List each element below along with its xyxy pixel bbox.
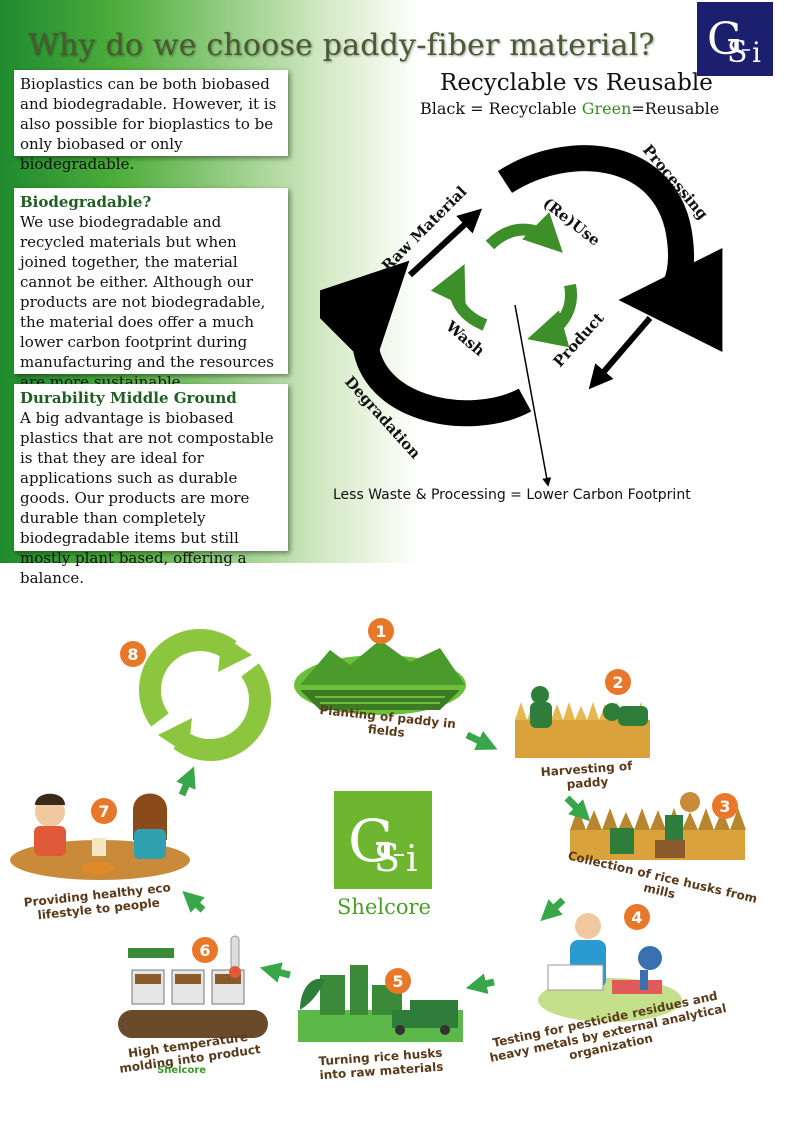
legend-green: Green bbox=[581, 99, 632, 118]
step-5-illustration bbox=[298, 965, 463, 1042]
page-title: Why do we choose paddy-fiber material? bbox=[28, 28, 655, 63]
intro-panel: Bioplastics can be both biobased and bio… bbox=[14, 70, 288, 173]
biodegradable-heading: Biodegradable? bbox=[20, 193, 152, 211]
badge-2: 2 bbox=[605, 669, 631, 695]
durability-panel: Durability Middle Ground A big advantage… bbox=[14, 384, 288, 587]
production-cycle: 1 2 3 4 5 6 7 8 bbox=[10, 618, 746, 1042]
svg-text:1: 1 bbox=[375, 622, 386, 641]
wash-arrow bbox=[430, 264, 488, 331]
intro-text: Bioplastics can be both biobased and bio… bbox=[20, 75, 277, 173]
recycle-reuse-diagram: Raw Material Processing Degradation (Re)… bbox=[320, 141, 723, 487]
step-6-brand: Shelcore bbox=[157, 1065, 207, 1076]
reuse-arrow bbox=[485, 212, 563, 253]
center-gsi-logo: G S i bbox=[334, 791, 432, 889]
durability-heading: Durability Middle Ground bbox=[20, 389, 237, 407]
step-6-illustration bbox=[118, 935, 268, 1038]
diagram-title: Recyclable vs Reusable bbox=[440, 70, 713, 96]
product-arrow bbox=[588, 316, 653, 390]
raw-material-arrow bbox=[407, 208, 483, 278]
badge-3: 3 bbox=[712, 793, 738, 819]
step-2-illustration bbox=[515, 686, 650, 758]
badge-4: 4 bbox=[624, 904, 650, 930]
svg-text:G: G bbox=[707, 14, 742, 65]
badge-8: 8 bbox=[120, 641, 146, 667]
arrow-2-3 bbox=[564, 795, 591, 822]
biodegradable-text: We use biodegradable and recycled materi… bbox=[20, 213, 274, 391]
arrow-3-4 bbox=[540, 897, 566, 922]
svg-text:8: 8 bbox=[127, 645, 138, 664]
arrow-1-2 bbox=[465, 731, 498, 750]
legend-green-suffix: =Reusable bbox=[631, 99, 720, 118]
arrow-6-7 bbox=[182, 890, 206, 913]
carbon-pointer bbox=[514, 304, 552, 487]
badge-5: 5 bbox=[385, 968, 411, 994]
diagram-legend: Black = Recyclable Green=Reusable bbox=[420, 99, 719, 118]
svg-text:i: i bbox=[406, 839, 418, 880]
step-8-recycle-icon bbox=[139, 629, 271, 761]
arrow-7-8 bbox=[176, 766, 196, 797]
biodegradable-panel: Biodegradable? We use biodegradable and … bbox=[14, 188, 288, 391]
center-brand-name: Shelcore bbox=[337, 895, 431, 919]
badge-6: 6 bbox=[192, 937, 218, 963]
arrow-4-5 bbox=[465, 973, 495, 994]
svg-text:4: 4 bbox=[631, 908, 642, 927]
svg-text:G: G bbox=[348, 807, 394, 875]
step-3-illustration bbox=[570, 792, 746, 860]
svg-text:i: i bbox=[752, 36, 761, 69]
svg-text:6: 6 bbox=[199, 941, 210, 960]
legend-black: Black = Recyclable bbox=[420, 99, 577, 118]
step-1-illustration bbox=[294, 640, 466, 715]
svg-text:S: S bbox=[374, 836, 400, 880]
product-green-arrow bbox=[527, 283, 577, 348]
svg-text:2: 2 bbox=[612, 673, 623, 692]
badge-1: 1 bbox=[368, 618, 394, 644]
badge-7: 7 bbox=[91, 798, 117, 824]
svg-text:5: 5 bbox=[392, 972, 403, 991]
svg-text:7: 7 bbox=[98, 802, 109, 821]
gsi-logo: G S i bbox=[697, 2, 773, 76]
svg-text:S: S bbox=[727, 35, 748, 70]
diagram-footer: Less Waste & Processing = Lower Carbon F… bbox=[333, 487, 691, 503]
step-7-illustration bbox=[10, 793, 190, 880]
degradation-arrow bbox=[320, 260, 532, 427]
step-4-illustration bbox=[538, 913, 682, 1022]
arrow-5-6 bbox=[259, 962, 291, 983]
svg-text:3: 3 bbox=[719, 797, 730, 816]
processing-arrow bbox=[497, 145, 723, 352]
durability-text: A big advantage is biobased plastics tha… bbox=[20, 409, 274, 587]
